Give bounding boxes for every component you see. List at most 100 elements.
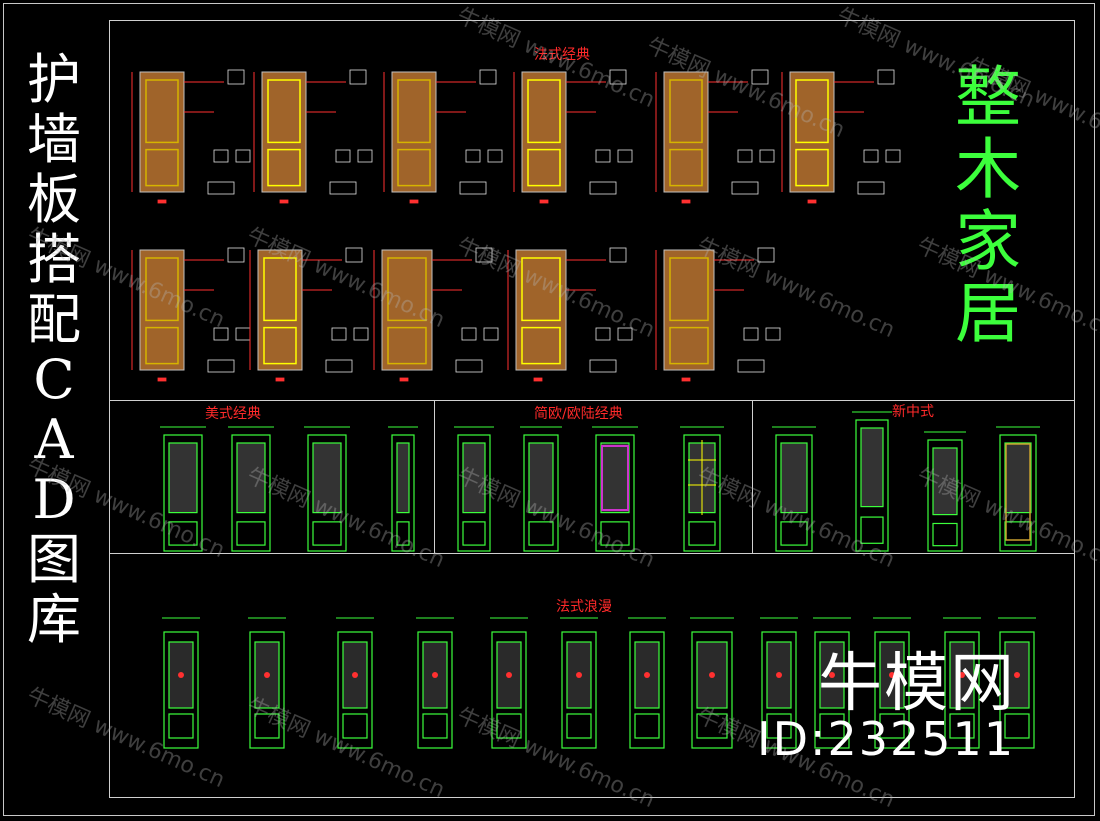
title-char: 配: [27, 288, 81, 351]
door-panel: [496, 713, 522, 739]
door-elevation: [163, 434, 203, 552]
title-char: D: [32, 468, 76, 531]
left-vertical-title: 护 墙 板 搭 配 C A D 图 库: [10, 50, 98, 650]
detail-callout: [589, 181, 617, 195]
section-divider: [752, 400, 753, 553]
door-panel: [600, 442, 630, 514]
door-panel: [949, 713, 975, 739]
door-elevation: [775, 434, 813, 552]
door-panel: [145, 79, 179, 144]
door-panel: [263, 257, 297, 322]
detail-callout: [465, 149, 481, 163]
door-elevation: [663, 71, 709, 193]
door-elevation: [139, 249, 185, 371]
door-panel: [145, 326, 179, 365]
door-panel: [669, 79, 703, 144]
detail-callout: [487, 149, 503, 163]
door-panel: [795, 148, 829, 187]
door-panel: [566, 713, 592, 739]
door-panel: [396, 521, 410, 546]
door-panel: [634, 713, 660, 739]
door-panel: [312, 521, 342, 546]
detail-callout: [609, 69, 627, 85]
detail-callout: [863, 149, 879, 163]
door-panel: [819, 713, 845, 739]
door-elevation: [307, 434, 347, 552]
brand-char: 木: [955, 131, 1021, 208]
detail-callout: [617, 327, 633, 341]
door-panel: [312, 442, 342, 514]
door-panel: [342, 641, 368, 709]
title-char: A: [34, 408, 74, 471]
detail-callout: [461, 327, 477, 341]
ornament: [352, 672, 358, 678]
detail-callout: [213, 327, 229, 341]
door-elevation: [814, 631, 850, 749]
watermark-id: ID:232511: [757, 712, 1016, 766]
title-char: 搭: [27, 228, 81, 291]
detail-callout: [455, 359, 483, 373]
ornament: [709, 672, 715, 678]
door-panel: [932, 447, 958, 516]
detail-callout: [479, 69, 497, 85]
door-elevation: [337, 631, 373, 749]
door-elevation: [927, 439, 963, 552]
title-char: 图: [27, 528, 81, 591]
ornament: [829, 672, 835, 678]
ornament: [644, 672, 650, 678]
brand-char: 家: [955, 203, 1021, 280]
scale-mark: [409, 199, 419, 204]
door-panel: [521, 257, 561, 322]
detail-callout: [213, 149, 229, 163]
detail-callout: [737, 149, 753, 163]
door-panel: [527, 148, 561, 187]
door-panel: [397, 79, 431, 144]
drawing-frame: [3, 3, 1095, 816]
detail-callout: [617, 149, 633, 163]
door-panel: [600, 521, 630, 546]
detail-callout: [595, 327, 611, 341]
door-elevation: [874, 631, 910, 749]
door-panel: [669, 326, 709, 365]
door-elevation: [999, 434, 1037, 552]
detail-callout: [589, 359, 617, 373]
door-panel: [145, 148, 179, 187]
detail-callout: [207, 181, 235, 195]
detail-callout: [731, 181, 759, 195]
door-panel: [236, 442, 266, 514]
door-panel: [527, 79, 561, 144]
door-panel: [267, 148, 301, 187]
door-panel: [387, 257, 427, 322]
door-panel: [780, 521, 808, 546]
brand-char: 居: [955, 275, 1021, 352]
detail-callout: [345, 247, 363, 263]
door-panel: [396, 442, 410, 514]
detail-callout: [329, 181, 357, 195]
door-elevation: [261, 71, 307, 193]
detail-callout: [757, 247, 775, 263]
ornament: [1014, 672, 1020, 678]
door-elevation: [515, 249, 567, 371]
ornament: [576, 672, 582, 678]
detail-callout: [331, 327, 347, 341]
scale-mark: [681, 199, 691, 204]
detail-callout: [357, 149, 373, 163]
door-panel: [267, 79, 301, 144]
door-panel: [397, 148, 431, 187]
door-panel: [263, 326, 297, 365]
door-elevation: [457, 434, 491, 552]
detail-callout: [227, 69, 245, 85]
scale-mark: [539, 199, 549, 204]
door-panel: [766, 713, 792, 739]
lattice-panel: [1005, 443, 1031, 541]
door-panel: [1004, 521, 1032, 546]
door-panel: [462, 521, 486, 546]
door-elevation: [523, 434, 559, 552]
door-elevation: [249, 631, 285, 749]
ornament: [776, 672, 782, 678]
detail-callout: [459, 181, 487, 195]
door-panel: [168, 521, 198, 546]
detail-callout: [475, 247, 493, 263]
section-label-french-romantic: 法式浪漫: [556, 599, 612, 615]
